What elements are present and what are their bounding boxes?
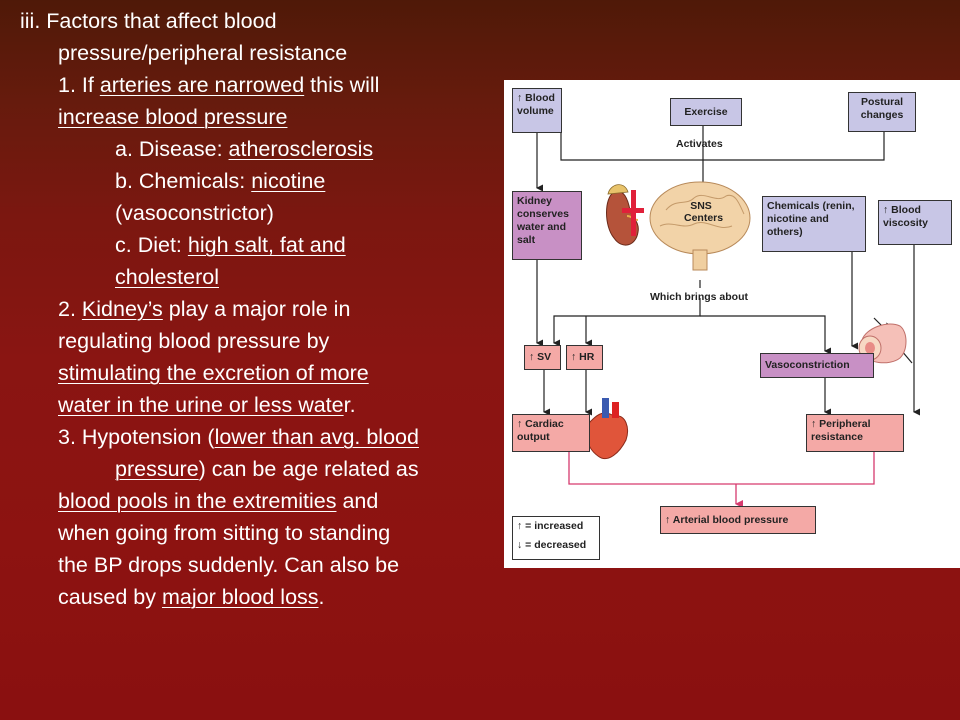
arrow-to-sv (553, 298, 701, 347)
arrow-to-vasoconstriction (700, 315, 831, 355)
point-1b: b. Chemicals: nicotine (115, 169, 326, 193)
point-3-line-3: blood pools in the extremities and (58, 489, 379, 513)
blood-volume-box: ↑ Blood volume (512, 88, 562, 133)
point-2-line-2: regulating blood pressure by (58, 329, 330, 353)
arterial-blood-pressure-box: ↑ Arterial blood pressure (660, 506, 816, 534)
heading-line-2: pressure/peripheral resistance (58, 41, 348, 65)
point-3-line-6: caused by major blood loss. (58, 585, 325, 609)
kidney-illustration (606, 184, 639, 246)
point-1-line-1: 1. If arteries are narrowed this will (58, 73, 380, 97)
brain-illustration (649, 181, 751, 271)
which-brings-about-label: Which brings about (650, 291, 748, 303)
exercise-box: Exercise (670, 98, 742, 126)
point-3-line-5: the BP drops suddenly. Can also be (58, 553, 400, 577)
kidney-box: Kidney conserves water and salt (512, 191, 582, 260)
point-2-line-3: stimulating the excretion of more (58, 361, 369, 385)
blood-viscosity-box: ↑ Blood viscosity (878, 200, 952, 245)
pink-connector (568, 452, 875, 485)
activates-label: Activates (676, 138, 723, 150)
flowchart-connectors (536, 126, 920, 508)
point-3-line-1: 3. Hypotension (lower than avg. blood (58, 425, 419, 449)
postural-changes-box: Postural changes (848, 92, 916, 132)
blood-vessel-illustration (622, 190, 644, 236)
point-3-line-2: pressure) can be age related as (115, 457, 419, 481)
point-1a: a. Disease: atherosclerosis (115, 137, 374, 161)
chemicals-box: Chemicals (renin, nicotine and others) (762, 196, 866, 252)
legend-box: ↑ = increased ↓ = decreased (512, 516, 600, 560)
point-1c: c. Diet: high salt, fat and (115, 233, 346, 257)
point-3-line-4: when going from sitting to standing (58, 521, 391, 545)
connector-top-row (560, 132, 885, 161)
legend-increased: ↑ = increased (517, 520, 584, 532)
hr-box: ↑ HR (566, 345, 603, 370)
heart-illustration (586, 398, 628, 460)
point-1-line-2: increase blood pressure (58, 105, 288, 129)
heading-line-1: iii. Factors that affect blood (20, 9, 277, 33)
sv-box: ↑ SV (524, 345, 561, 370)
cardiac-output-box: ↑ Cardiac output (512, 414, 590, 452)
vasoconstriction-box: Vasoconstriction (760, 353, 874, 378)
point-1b-cont: (vasoconstrictor) (115, 201, 274, 225)
point-2-line-4: water in the urine or less water. (58, 393, 356, 417)
legend-decreased: ↓ = decreased (517, 539, 587, 551)
blood-pressure-flowchart: ↑ Blood volume Exercise Postural changes… (504, 80, 960, 568)
point-2-line-1: 2. Kidney’s play a major role in (58, 297, 351, 321)
point-1c-cont: cholesterol (115, 265, 219, 289)
sns-centers-label: SNS Centers (684, 200, 724, 224)
peripheral-resistance-box: ↑ Peripheral resistance (806, 414, 904, 452)
